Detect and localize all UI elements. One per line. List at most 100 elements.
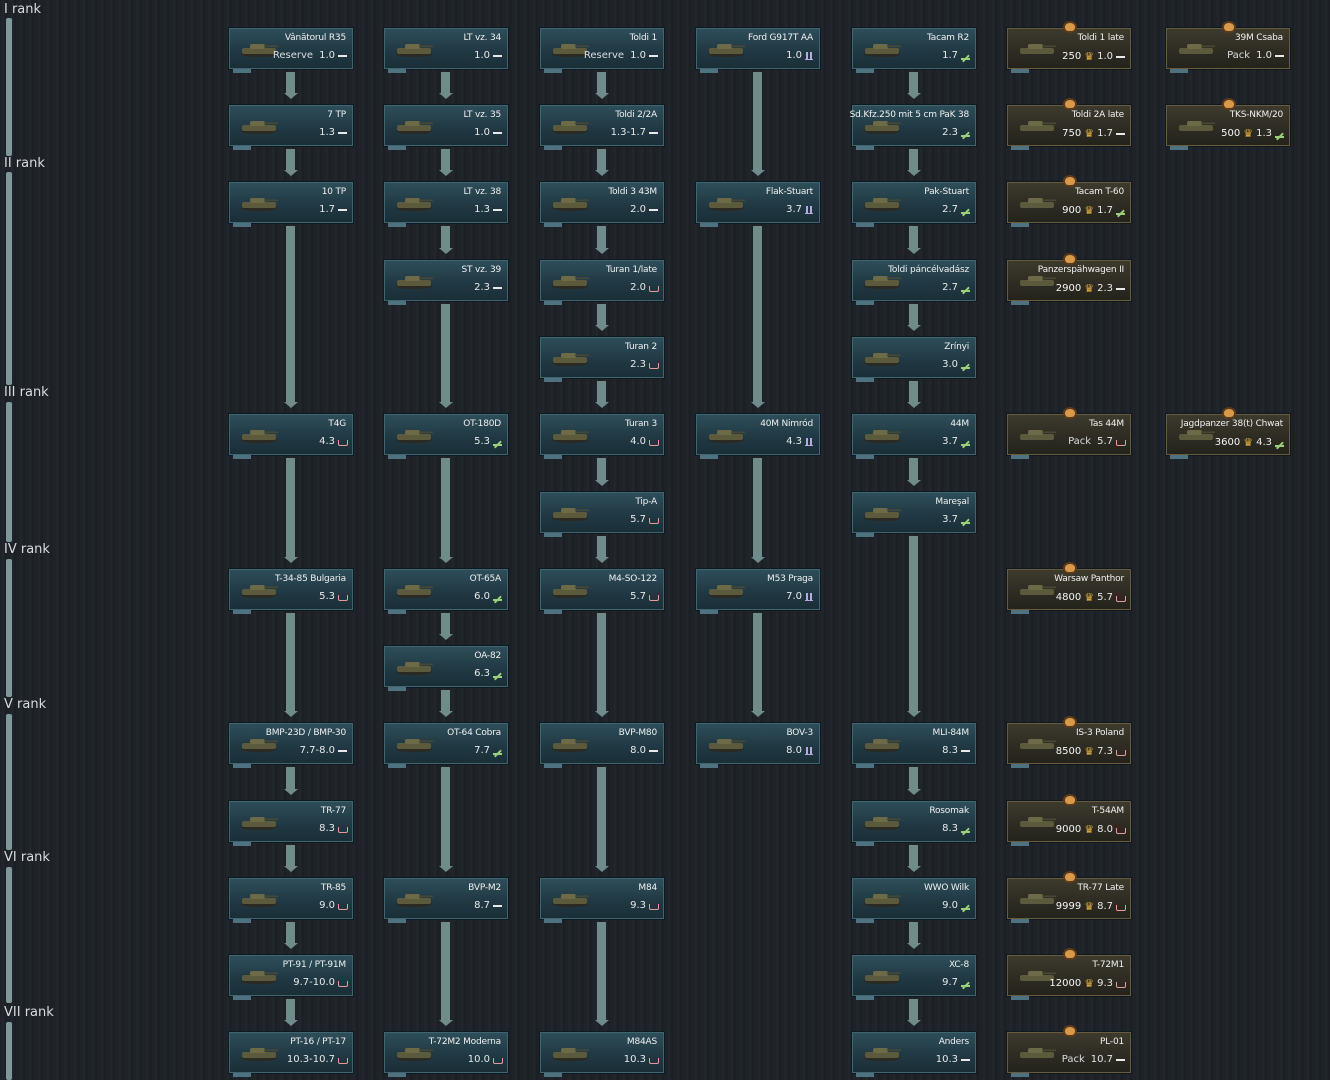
- card-foot: [856, 455, 874, 459]
- tank-icon: [1175, 40, 1217, 58]
- tank-icon: [549, 890, 591, 908]
- battle-rating-line: 3.7: [786, 204, 814, 215]
- connector-arrow: [906, 943, 921, 949]
- card-foot: [700, 223, 718, 227]
- golden-eagle-icon: ♛: [1084, 282, 1095, 295]
- battle-rating: 5.3: [319, 591, 335, 602]
- vehicle-name: MLI-84M: [932, 728, 970, 738]
- card-foot: [388, 455, 406, 459]
- tree-connector: [286, 149, 295, 170]
- battle-rating-line: 9000♛8.0: [1056, 823, 1126, 836]
- card-foot: [1011, 1073, 1029, 1077]
- tank-icon: [705, 581, 747, 599]
- battle-rating: 1.3: [319, 127, 335, 138]
- vehicle-name: OA-82: [474, 651, 501, 661]
- tree-connector: [441, 72, 450, 93]
- battle-rating-line: 2900♛2.3: [1056, 282, 1125, 295]
- tree-connector: [286, 226, 295, 402]
- battle-rating-line: 2.3: [942, 127, 970, 138]
- tank-icon: [705, 194, 747, 212]
- battle-rating-line: 5.7: [630, 514, 659, 525]
- battle-rating: 7.0: [786, 591, 802, 602]
- tank-icon: [549, 194, 591, 212]
- vehicle-name: 40M Nimród: [760, 419, 813, 429]
- card-foot: [388, 1073, 406, 1077]
- vehicle-name: M84AS: [626, 1037, 657, 1047]
- card-foot: [233, 996, 251, 1000]
- vehicle-name: TR-77: [320, 806, 346, 816]
- light-class-icon: [961, 979, 970, 987]
- connector-arrow: [906, 325, 921, 331]
- premium-crest-icon: [1065, 255, 1075, 263]
- battle-rating: 3.7: [942, 514, 958, 525]
- connector-arrow: [594, 866, 609, 872]
- tree-connector: [286, 845, 295, 866]
- connector-arrow: [750, 170, 765, 176]
- vehicle-name: T-72M2 Moderna: [428, 1037, 501, 1047]
- heavy-class-icon: [649, 516, 659, 524]
